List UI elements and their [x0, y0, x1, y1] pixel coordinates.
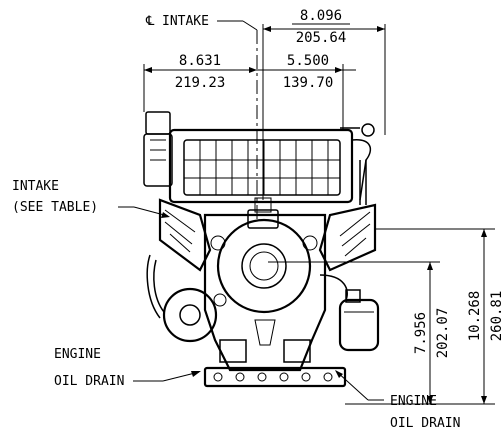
dim-10268-mm: 260.81	[489, 291, 501, 342]
centerline-intake-callout: ℄ INTAKE	[145, 14, 258, 220]
dim-8096-mm: 205.64	[296, 30, 347, 46]
dimension-5500: 5.500 139.70	[257, 53, 356, 130]
dim-5500-mm: 139.70	[283, 75, 334, 91]
dim-8631-mm: 219.23	[175, 75, 226, 91]
dimension-10268: 10.268 260.81	[376, 228, 501, 404]
intake-see-table-callout: INTAKE (SEE TABLE)	[12, 179, 170, 218]
dim-7956-inches: 7.956	[413, 312, 429, 354]
oil-drain-right-line2: OIL DRAIN	[390, 416, 460, 431]
oil-drain-right-line1: ENGINE	[390, 394, 437, 409]
oil-drain-left-callout: ENGINE OIL DRAIN	[54, 347, 201, 389]
centerline-symbol: ℄	[145, 14, 155, 29]
intake-left-label-line1: INTAKE	[12, 179, 59, 194]
engine-outline	[143, 111, 380, 388]
dim-8096-inches: 8.096	[300, 8, 342, 24]
oil-drain-right-callout: ENGINE OIL DRAIN	[335, 370, 460, 431]
dimension-7956: 7.956 202.07	[268, 261, 495, 405]
oil-drain-left-line1: ENGINE	[54, 347, 101, 362]
dimension-8096: 8.096 205.64	[262, 8, 386, 200]
dim-7956-mm: 202.07	[435, 308, 451, 359]
intake-left-label-line2: (SEE TABLE)	[12, 200, 98, 215]
dim-10268-inches: 10.268	[467, 291, 483, 342]
dim-8631-inches: 8.631	[179, 53, 221, 69]
oil-drain-left-line2: OIL DRAIN	[54, 374, 124, 389]
dimension-8631: 8.631 219.23	[143, 53, 257, 112]
centerline-intake-label: INTAKE	[162, 14, 209, 29]
dim-5500-inches: 5.500	[287, 53, 329, 69]
